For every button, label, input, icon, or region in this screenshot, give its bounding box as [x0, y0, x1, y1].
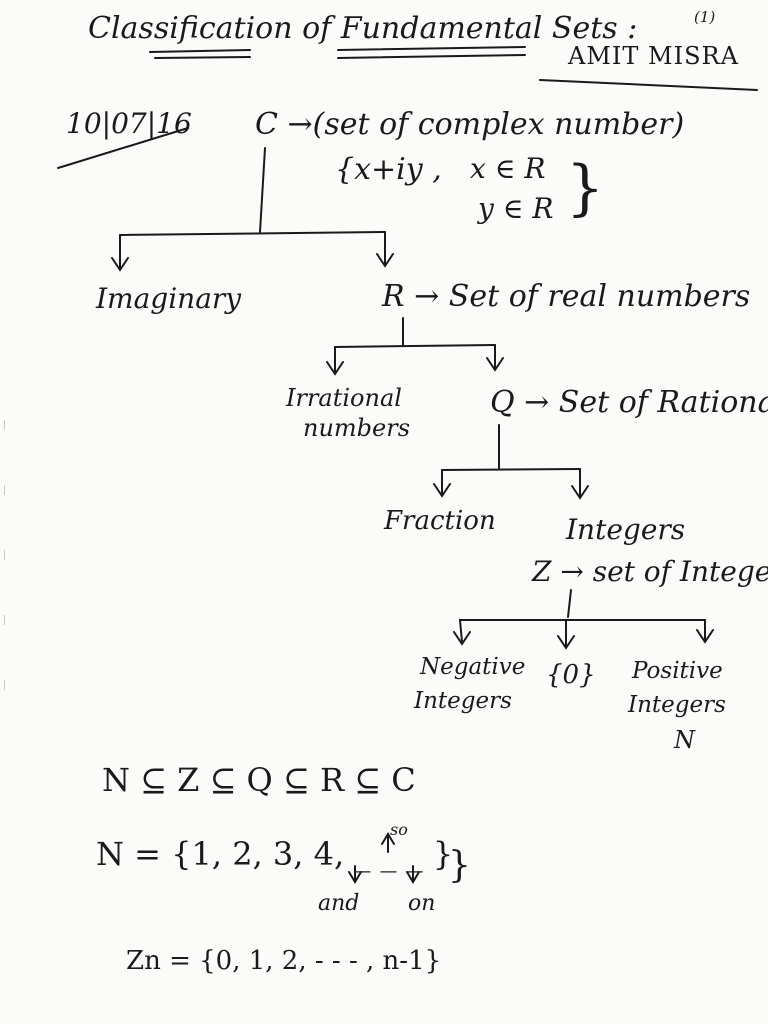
margin-mark	[4, 615, 9, 625]
complex-form: {x+iy ,	[335, 152, 442, 187]
margin-mark	[4, 680, 9, 690]
positive-node-line2: Integers	[628, 692, 726, 718]
margin-mark	[4, 420, 9, 430]
imaginary-node: Imaginary	[96, 282, 242, 315]
page-number: (1)	[694, 8, 716, 26]
date: 10|07|16	[66, 107, 192, 140]
zero-node: {0}	[546, 660, 596, 690]
note-on: on	[408, 891, 436, 916]
note-so: so	[390, 820, 408, 839]
complex-condition-x: x ∈ R	[470, 152, 546, 185]
author-name: AMIT MISRA	[568, 42, 739, 70]
integers-node: Integers	[566, 513, 686, 546]
fraction-node: Fraction	[384, 506, 496, 536]
positive-node-symbol: N	[674, 726, 695, 754]
note-and: and	[318, 891, 360, 916]
irrational-node-line1: Irrational	[286, 384, 402, 412]
margin-mark	[4, 485, 9, 495]
natural-set-close: }	[448, 845, 471, 886]
zn-set: Zn = {0, 1, 2, - - - , n-1}	[126, 946, 442, 976]
subset-chain: N ⊆ Z ⊆ Q ⊆ R ⊆ C	[102, 761, 416, 799]
real-node: R → Set of real numbers	[382, 279, 751, 314]
irrational-node-line2: numbers	[303, 414, 411, 442]
rational-node: Q → Set of Rational	[490, 385, 768, 420]
negative-node-line2: Integers	[414, 688, 512, 714]
positive-node-line1: Positive	[632, 658, 723, 684]
negative-node-line1: Negative	[420, 654, 526, 680]
complex-condition-y: y ∈ R	[478, 192, 554, 225]
margin-mark	[4, 550, 9, 560]
complex-form-close: }	[566, 153, 605, 223]
page-title: Classification of Fundamental Sets :	[88, 11, 638, 46]
natural-number-set: N = {1, 2, 3, 4, _ _ _ }	[96, 835, 454, 873]
integer-set-label: Z → set of Integers	[532, 555, 768, 588]
complex-label: C →(set of complex number)	[255, 107, 685, 142]
